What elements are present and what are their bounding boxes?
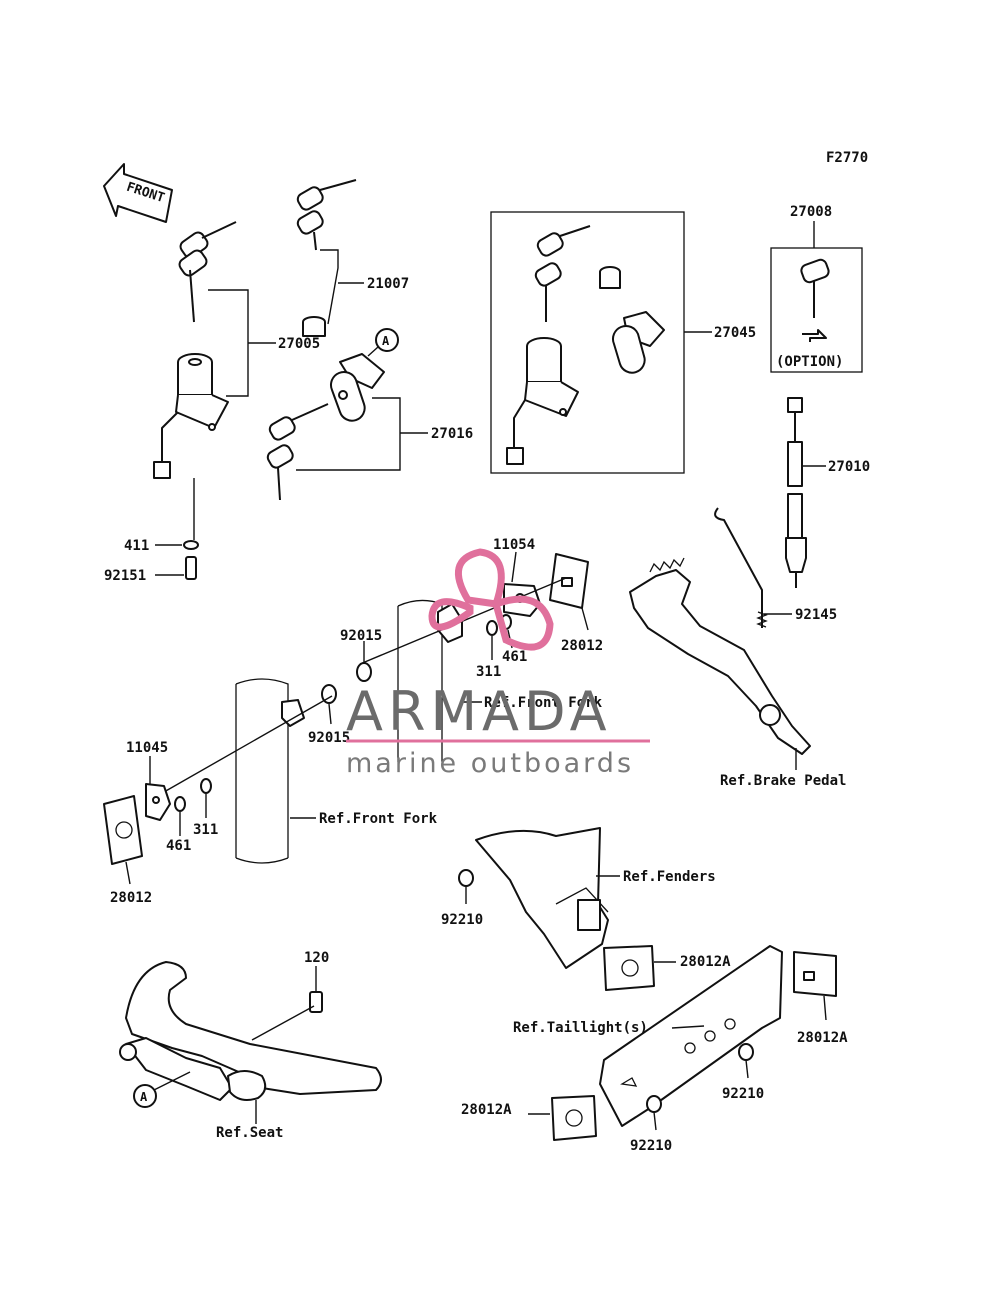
- part-number-27005[interactable]: 27005: [278, 336, 320, 352]
- seat-lock-keys-icon: [266, 403, 329, 501]
- nut-92210-a-icon: [458, 869, 474, 887]
- diagram-code: F2770: [826, 150, 868, 166]
- front-fork-lower-icon: [235, 678, 305, 864]
- part-number-411[interactable]: 411: [124, 538, 149, 554]
- option-key-box: [770, 247, 863, 373]
- reflector-28012A-a-icon: [603, 945, 655, 991]
- option-key-icon: [800, 258, 830, 342]
- reflector-28012-top-icon: [549, 553, 589, 609]
- nut-92210-c-icon: [646, 1095, 662, 1113]
- watermark-subtitle: marine outboards: [346, 748, 634, 779]
- part-number-311-top[interactable]: 311: [476, 664, 501, 680]
- ref-brake-pedal[interactable]: Ref.Brake Pedal: [720, 773, 846, 789]
- key-set-icon: [296, 179, 357, 337]
- part-number-28012A-c[interactable]: 28012A: [461, 1102, 512, 1118]
- ref-fenders[interactable]: Ref.Fenders: [623, 869, 716, 885]
- bolt-120-icon: [309, 991, 323, 1013]
- grab-rail-icon: [119, 961, 382, 1101]
- part-number-311-low[interactable]: 311: [193, 822, 218, 838]
- key-set-box: [490, 211, 685, 474]
- part-number-461-top[interactable]: 461: [502, 649, 527, 665]
- part-number-11054[interactable]: 11054: [493, 537, 535, 553]
- option-label: (OPTION): [776, 354, 843, 370]
- part-number-27016[interactable]: 27016: [431, 426, 473, 442]
- propeller-logo-icon: [428, 548, 554, 651]
- brake-pedal-icon: [629, 557, 811, 755]
- washer-icon: [183, 540, 199, 550]
- front-arrow-icon: FRONT: [103, 163, 173, 223]
- watermark-title: ARMADA: [346, 680, 612, 743]
- washer-461-low-icon: [174, 796, 186, 812]
- part-number-120[interactable]: 120: [304, 950, 329, 966]
- seat-lock-icon: [330, 353, 385, 422]
- part-number-27010[interactable]: 27010: [828, 459, 870, 475]
- nut-92210-b-icon: [738, 1043, 754, 1061]
- callout-a-seat-icon: A: [133, 1084, 157, 1108]
- ref-front-fork-2[interactable]: Ref.Front Fork: [319, 811, 438, 827]
- part-number-27045[interactable]: 27045: [714, 325, 756, 341]
- spring-icon: [714, 507, 768, 628]
- part-number-28012A-b[interactable]: 28012A: [797, 1030, 848, 1046]
- part-number-92151[interactable]: 92151: [104, 568, 146, 584]
- part-number-92210-c[interactable]: 92210: [630, 1138, 672, 1154]
- armada-watermark: ARMADA marine outboards: [346, 548, 650, 779]
- reflector-28012-low-icon: [103, 795, 143, 865]
- ignition-switch-icon: [153, 353, 229, 479]
- part-number-92210-b[interactable]: 92210: [722, 1086, 764, 1102]
- part-number-27008[interactable]: 27008: [790, 204, 832, 220]
- nut-92015-a-icon: [356, 662, 372, 682]
- part-number-92145[interactable]: 92145: [795, 607, 837, 623]
- fender-icon: [475, 827, 609, 969]
- taillight-bracket-icon: [599, 945, 783, 1127]
- nut-311-low-icon: [200, 778, 212, 794]
- part-number-11045[interactable]: 11045: [126, 740, 168, 756]
- part-number-92015-b[interactable]: 92015: [308, 730, 350, 746]
- reflector-28012A-c-icon: [551, 1095, 597, 1141]
- svg-text:A: A: [382, 334, 390, 348]
- switch-27010-icon: [785, 397, 807, 588]
- ref-taillight[interactable]: Ref.Taillight(s): [513, 1020, 648, 1036]
- key-set-27045-icon: [506, 225, 665, 465]
- ref-seat[interactable]: Ref.Seat: [216, 1125, 283, 1141]
- ignition-key-icon: [178, 221, 237, 323]
- part-number-28012-low[interactable]: 28012: [110, 890, 152, 906]
- nut-92015-b-icon: [321, 684, 337, 704]
- reflector-28012A-b-icon: [793, 951, 837, 997]
- part-number-28012A-a[interactable]: 28012A: [680, 954, 731, 970]
- bracket-11045-icon: [145, 783, 171, 821]
- callout-a-icon: A: [375, 328, 399, 352]
- svg-text:A: A: [140, 1090, 148, 1104]
- ref-front-fork-1[interactable]: Ref.Front Fork: [484, 695, 603, 711]
- part-number-28012-top[interactable]: 28012: [561, 638, 603, 654]
- part-number-92015-a[interactable]: 92015: [340, 628, 382, 644]
- nut-311-top-icon: [486, 620, 498, 636]
- part-number-92210-a[interactable]: 92210: [441, 912, 483, 928]
- screw-icon: [185, 556, 197, 580]
- part-number-21007[interactable]: 21007: [367, 276, 409, 292]
- part-number-461-low[interactable]: 461: [166, 838, 191, 854]
